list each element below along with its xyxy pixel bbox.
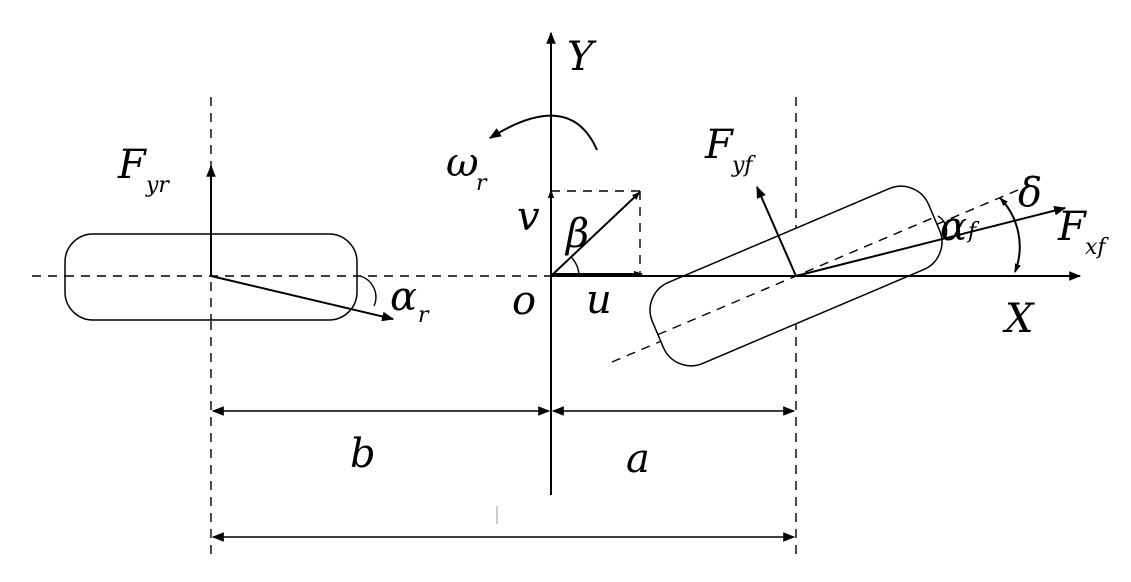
v-label: v	[517, 194, 540, 240]
omega-label: ω	[446, 140, 479, 186]
f-yr-label: F	[117, 142, 147, 188]
f-yf-subscript: yf	[731, 153, 756, 178]
f-yf-label: F	[704, 122, 734, 168]
yaw-rate-arc-arrow	[488, 114, 598, 151]
omega-subscript: r	[476, 171, 488, 196]
delta-angle-arc-arrow	[999, 197, 1021, 273]
y-axis-label: Y	[567, 34, 597, 80]
u-label: u	[586, 277, 612, 323]
rear-velocity-arrow	[210, 275, 395, 322]
x-axis-label: X	[1002, 296, 1035, 342]
dimension-a-label: a	[626, 436, 650, 482]
alpha-r-subscript: r	[418, 303, 430, 328]
alpha-f-angle-arc	[937, 215, 948, 237]
alpha-f-subscript: f	[966, 219, 980, 244]
f-xf-label: F	[1057, 204, 1087, 250]
f-xf-subscript: xf	[1085, 235, 1109, 260]
beta-angle-arc	[570, 256, 580, 277]
alpha-f-label: α	[940, 204, 967, 250]
origin-label: o	[512, 278, 536, 324]
front-lateral-force-arrow	[756, 185, 797, 277]
delta-label: δ	[1018, 170, 1042, 216]
alpha-r-angle-arc	[359, 275, 377, 307]
alpha-r-label: α	[390, 274, 417, 320]
f-yr-subscript: yr	[145, 173, 170, 198]
dimension-b-label: b	[350, 431, 376, 477]
beta-label: β	[564, 211, 589, 257]
beta-velocity-arrow	[550, 191, 641, 277]
